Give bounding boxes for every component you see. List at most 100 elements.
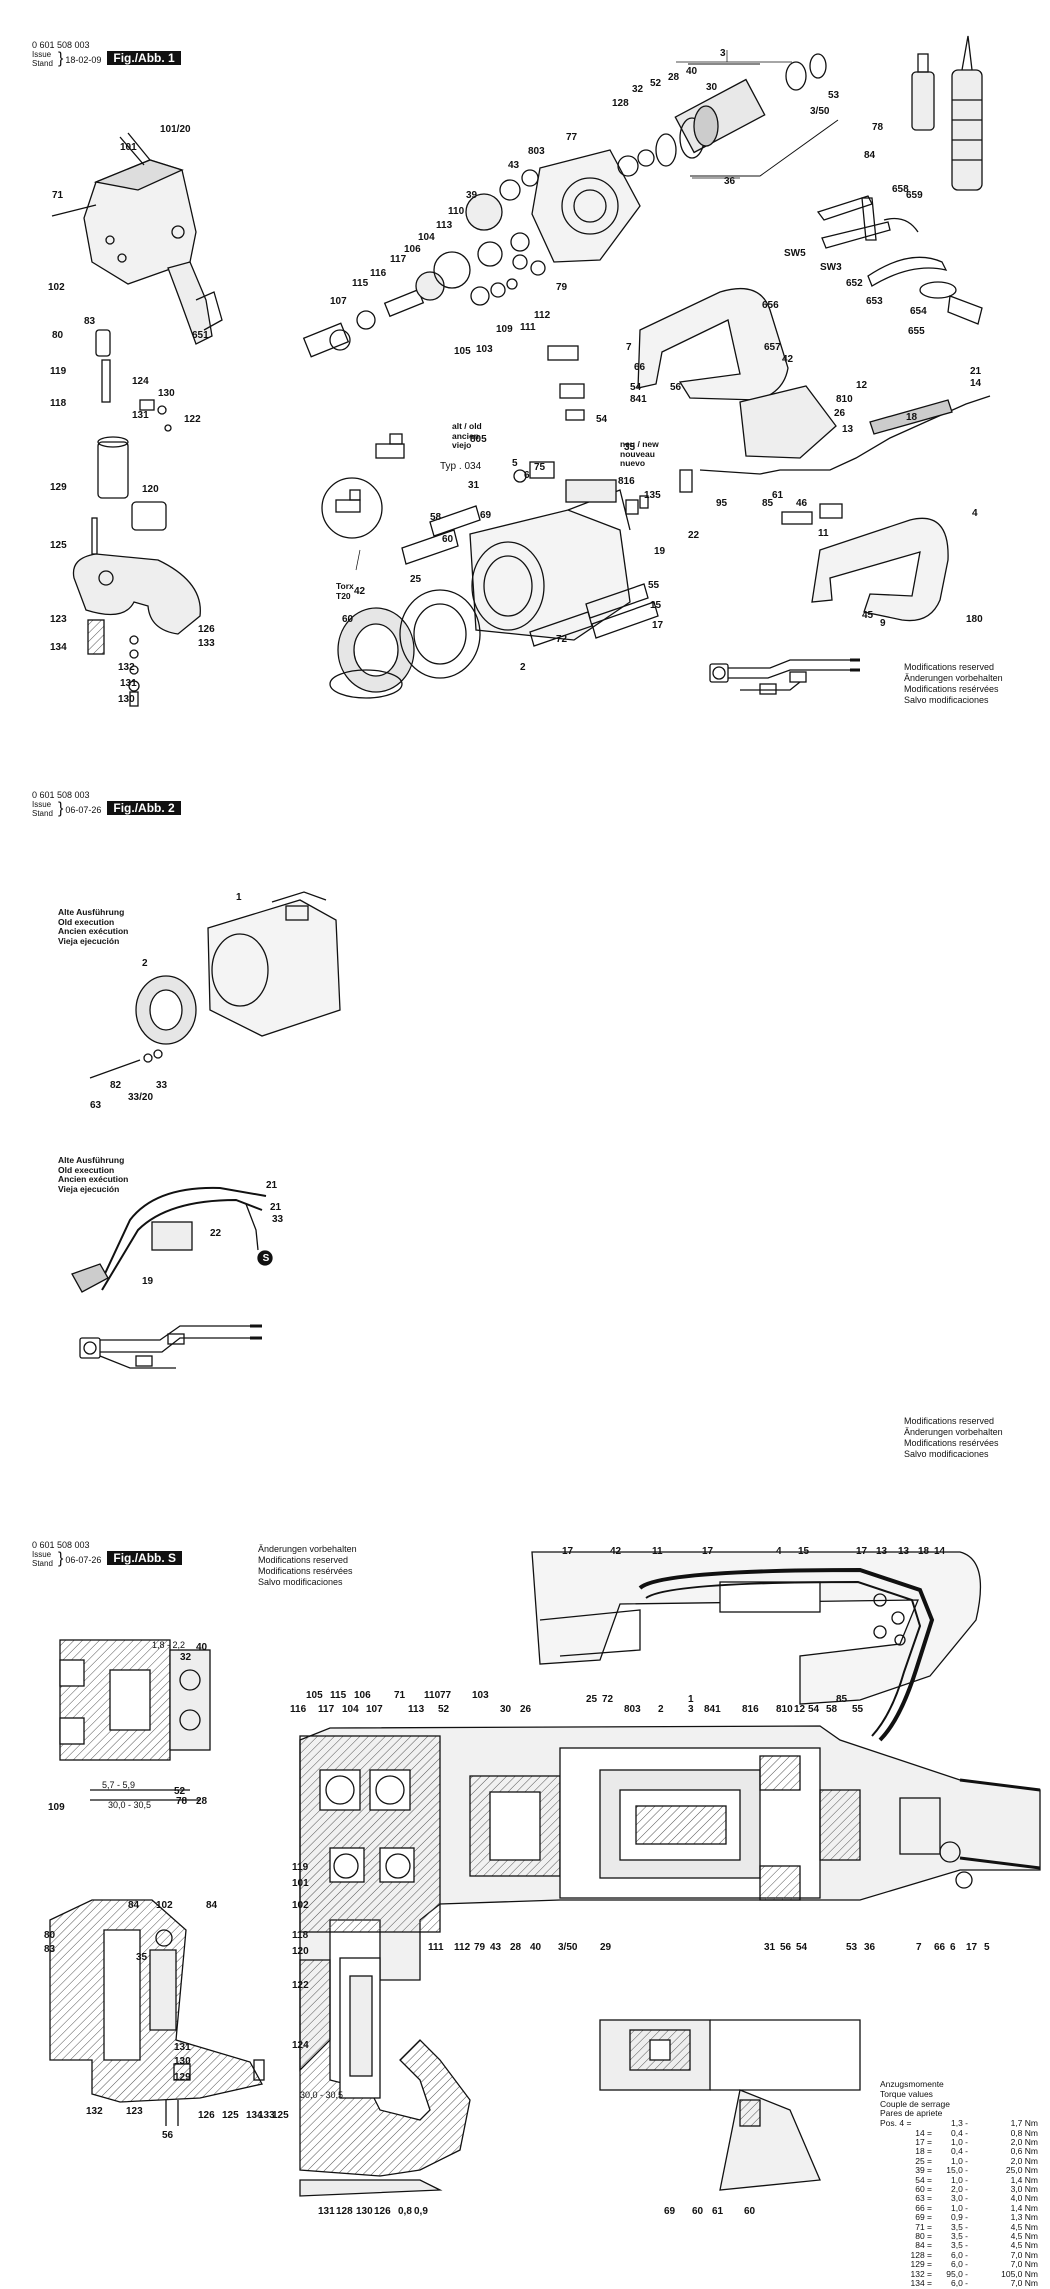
figS-part-number: 104 — [342, 1704, 359, 1715]
torque-row: 18 =0,4 -0,6 Nm — [880, 2146, 1038, 2156]
torque-position: 84 = — [915, 2240, 932, 2251]
figS-part-number: 43 — [490, 1942, 502, 1953]
fig1-part-number: 120 — [142, 484, 159, 495]
torque-max: 0,8 Nm — [1010, 2127, 1038, 2138]
fig1-part-number: 30 — [706, 82, 718, 93]
fig2-part-number: 33/20 — [128, 1092, 154, 1103]
figS-part-number: 13 — [898, 1546, 910, 1557]
figS-part-number: 125 — [272, 2110, 289, 2121]
armature — [617, 53, 839, 177]
torque-row: 132 =95,0 -105,0 Nm — [880, 2269, 1038, 2279]
torque-row: 69 =0,9 -1,3 Nm — [880, 2212, 1038, 2223]
figS-part-number: 116 — [290, 1704, 307, 1715]
fig1-part-number: 105 — [454, 346, 471, 357]
fig1-part-number: 810 — [836, 394, 853, 405]
fig1-part-number: 122 — [184, 414, 201, 425]
figS-part-number: 29 — [600, 1942, 612, 1953]
figS-part-number: 13 — [876, 1546, 888, 1557]
figS-part-number: 84 — [206, 1900, 218, 1911]
figS-part-number: 25 — [586, 1694, 598, 1705]
fig1-drawing — [51, 35, 991, 707]
fig1-part-number: 40 — [686, 66, 698, 77]
gear-train — [302, 169, 546, 358]
torque-position: 14 = — [915, 2127, 932, 2138]
figS-part-number: 18 — [918, 1546, 930, 1557]
connection-marker-s: S — [260, 1253, 272, 1265]
issue-date: 18-02-09 — [65, 55, 102, 65]
handle-top — [637, 288, 789, 401]
torque-position: 69 = — [915, 2212, 932, 2223]
torque-row: 66 =1,0 -1,4 Nm — [880, 2202, 1038, 2213]
gear-head-housing — [51, 132, 197, 285]
torque-row: 129 =6,0 -7,0 Nm — [880, 2259, 1038, 2269]
figS-part-number: 131 — [318, 2206, 335, 2217]
fig1-part-number: 77 — [566, 132, 578, 143]
figS-part-number: 26 — [520, 1704, 532, 1715]
cord-switch — [679, 385, 991, 519]
fig1-part-number: 42 — [354, 586, 366, 597]
figS-part-number: 56 — [780, 1942, 792, 1953]
fig2-part-number: 33 — [272, 1214, 284, 1225]
fig2-part-number: 82 — [110, 1080, 122, 1091]
figS-part-number: 35 — [136, 1952, 148, 1963]
wiring-diagram — [709, 658, 860, 695]
torque-max: 3,0 Nm — [1010, 2184, 1038, 2195]
figS-part-number: 132 — [86, 2106, 103, 2117]
figS-part-number: 17 — [856, 1546, 868, 1557]
fig1-part-number: 54 — [630, 382, 642, 393]
fig1-part-number: 66 — [634, 362, 646, 373]
torque-position: 25 = — [915, 2155, 932, 2166]
issue-date: 06-07-26 — [65, 1555, 102, 1565]
figS-part-number: 103 — [472, 1690, 489, 1701]
fig1-part-number: 55 — [648, 580, 660, 591]
torque-row: 84 =3,5 -4,5 Nm — [880, 2240, 1038, 2251]
fig1-part-number: 125 — [50, 540, 67, 551]
doc-number: 0 601 508 003 — [32, 790, 90, 800]
torque-max: 1,4 Nm — [1010, 2202, 1038, 2213]
torque-max: 4,5 Nm — [1010, 2231, 1038, 2242]
fig1-part-number: 58 — [430, 512, 442, 523]
torque-position: 54 = — [915, 2174, 932, 2185]
fig1-part-number: 657 — [764, 342, 781, 353]
label-plates — [401, 505, 659, 647]
fig2-part-number: 19 — [142, 1276, 154, 1287]
torque-position: 60 = — [915, 2184, 932, 2195]
fig1-part-number: 4 — [972, 508, 978, 519]
fig1-part-number: 5 — [512, 458, 518, 469]
fig1-part-number: 655 — [908, 326, 925, 337]
figS-part-number: 54 — [808, 1704, 820, 1715]
figS-part-number: 72 — [602, 1694, 614, 1705]
fig1-part-number: 180 — [966, 614, 983, 625]
torque-min: 1,0 - — [950, 2155, 968, 2166]
fig1-part-number: 61 — [772, 490, 784, 501]
fig1-part-number: 118 — [50, 398, 67, 409]
fig1-part-number: 35 — [624, 442, 636, 453]
figS-part-number: 28 — [510, 1942, 522, 1953]
figS-part-number: 102 — [292, 1900, 309, 1911]
figS-part-number: 816 — [742, 1704, 759, 1715]
torque-position: 66 = — [915, 2202, 932, 2213]
field-coil — [329, 589, 481, 699]
fig1-part-number: 123 — [50, 614, 67, 625]
figS-part-number: 113 — [408, 1704, 425, 1715]
issue-date: 06-07-26 — [65, 805, 102, 815]
fig1-part-number: 21 — [970, 366, 982, 377]
figS-part-number: 28 — [196, 1796, 208, 1807]
fig1-part-number: 43 — [508, 160, 520, 171]
figS-part-number: 55 — [852, 1704, 864, 1715]
torque-position: 80 = — [915, 2231, 932, 2242]
figS-part-number: 1,8 - 2,2 — [152, 1640, 186, 1650]
figS-part-number: 85 — [836, 1694, 848, 1705]
fig1-part-number: 84 — [864, 150, 876, 161]
fig1-part-number: 6 — [524, 470, 530, 481]
fig2-drawing — [71, 891, 341, 1369]
fig1-part-number: 79 — [556, 282, 568, 293]
figS-part-number: 133 — [258, 2110, 275, 2121]
figS-part-number: 117 — [318, 1704, 335, 1715]
figS-part-number: 84 — [128, 1900, 140, 1911]
fig1-part-number: 111 — [520, 322, 536, 333]
